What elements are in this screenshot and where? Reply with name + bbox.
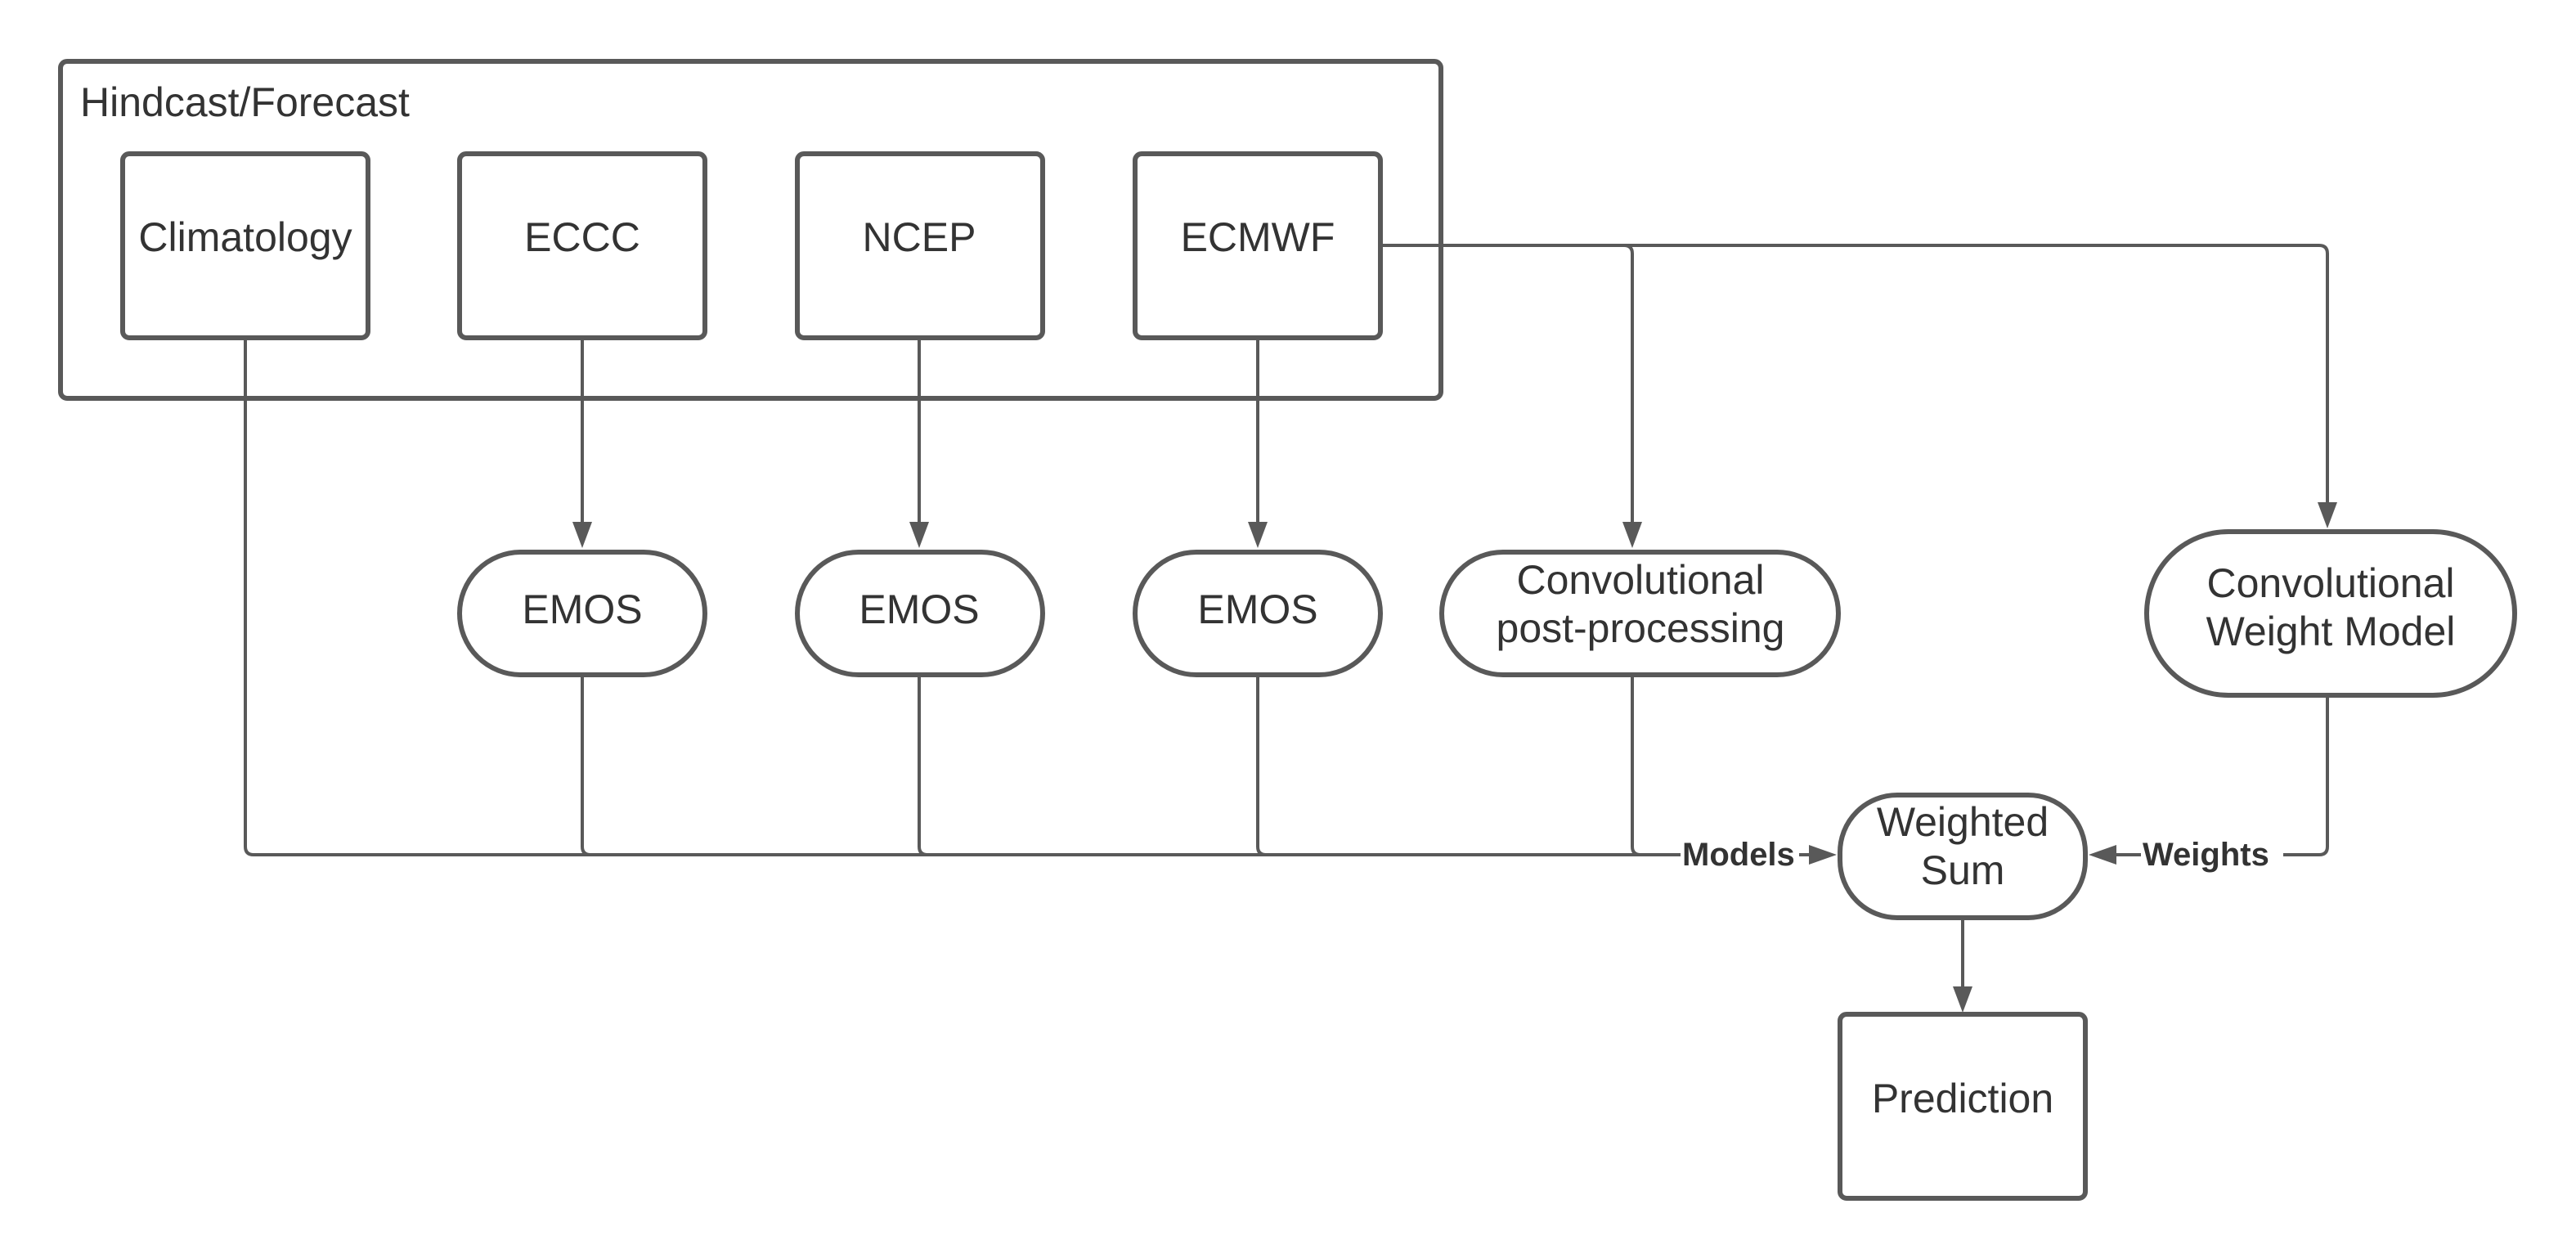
node-label: ECCC <box>524 214 640 260</box>
edge-ecmwf-to-conv-pp <box>1623 244 1634 525</box>
connectors <box>244 244 2329 990</box>
emos-ecmwf: EMOS <box>1133 550 1383 677</box>
edge-weight-model-to-weighted-sum <box>2283 695 2329 856</box>
arrowhead-prediction <box>1953 986 1972 1013</box>
arrowhead-emos-eccc <box>572 522 592 548</box>
models-edge-label: Models <box>1682 837 1795 873</box>
arrowhead-emos-ecmwf <box>1248 522 1268 548</box>
prediction: Prediction <box>1838 1012 2088 1201</box>
arrowhead-models <box>1809 845 1837 865</box>
arrowheads <box>572 502 2337 1013</box>
edge-emos-eccc-to-bus <box>581 672 591 856</box>
weights-edge-label: Weights <box>2143 837 2269 873</box>
node-label-line-1: Convolutional <box>1517 557 1765 603</box>
node-label-line-2: post-processing <box>1497 605 1785 651</box>
emos-eccc: EMOS <box>457 550 707 677</box>
node-label: ECMWF <box>1181 214 1335 260</box>
edge-conv-pp-to-bus <box>1631 672 1641 856</box>
arrowhead-emos-ncep <box>909 522 929 548</box>
arrowhead-weights <box>2089 845 2116 865</box>
arrowhead-weight-model <box>2318 502 2337 528</box>
group-label: Hindcast/Forecast <box>80 79 410 125</box>
source-ecmwf: ECMWF <box>1133 151 1383 340</box>
node-label: EMOS <box>1197 586 1317 632</box>
edge-emos-ncep-to-bus <box>918 672 928 856</box>
arrowhead-conv-pp <box>1622 522 1642 548</box>
node-label: Prediction <box>1872 1076 2053 1121</box>
node-label-line-1: Convolutional <box>2207 560 2455 606</box>
emos-ncep: EMOS <box>795 550 1045 677</box>
edge-climatology-to-bus <box>244 337 254 856</box>
convolutional-weight-model: Convolutional Weight Model <box>2144 529 2517 698</box>
edge-ecmwf-to-convolutional-models <box>1382 244 2329 505</box>
node-label: EMOS <box>859 586 979 632</box>
source-climatology: Climatology <box>120 151 370 340</box>
node-label: Climatology <box>138 214 352 260</box>
source-ncep: NCEP <box>795 151 1045 340</box>
edge-emos-ecmwf-to-bus <box>1256 672 1267 856</box>
hindcast-forecast-group: Hindcast/Forecast <box>58 59 1443 401</box>
weighted-sum: Weighted Sum <box>1838 793 2088 920</box>
node-label-line-1: Weighted <box>1877 799 2049 845</box>
node-label-line-2: Sum <box>1921 847 2005 893</box>
source-eccc: ECCC <box>457 151 707 340</box>
node-label-line-2: Weight Model <box>2206 609 2456 654</box>
node-label: NCEP <box>863 214 976 260</box>
convolutional-post-processing: Convolutional post-processing <box>1439 550 1841 677</box>
node-label: EMOS <box>522 586 642 632</box>
